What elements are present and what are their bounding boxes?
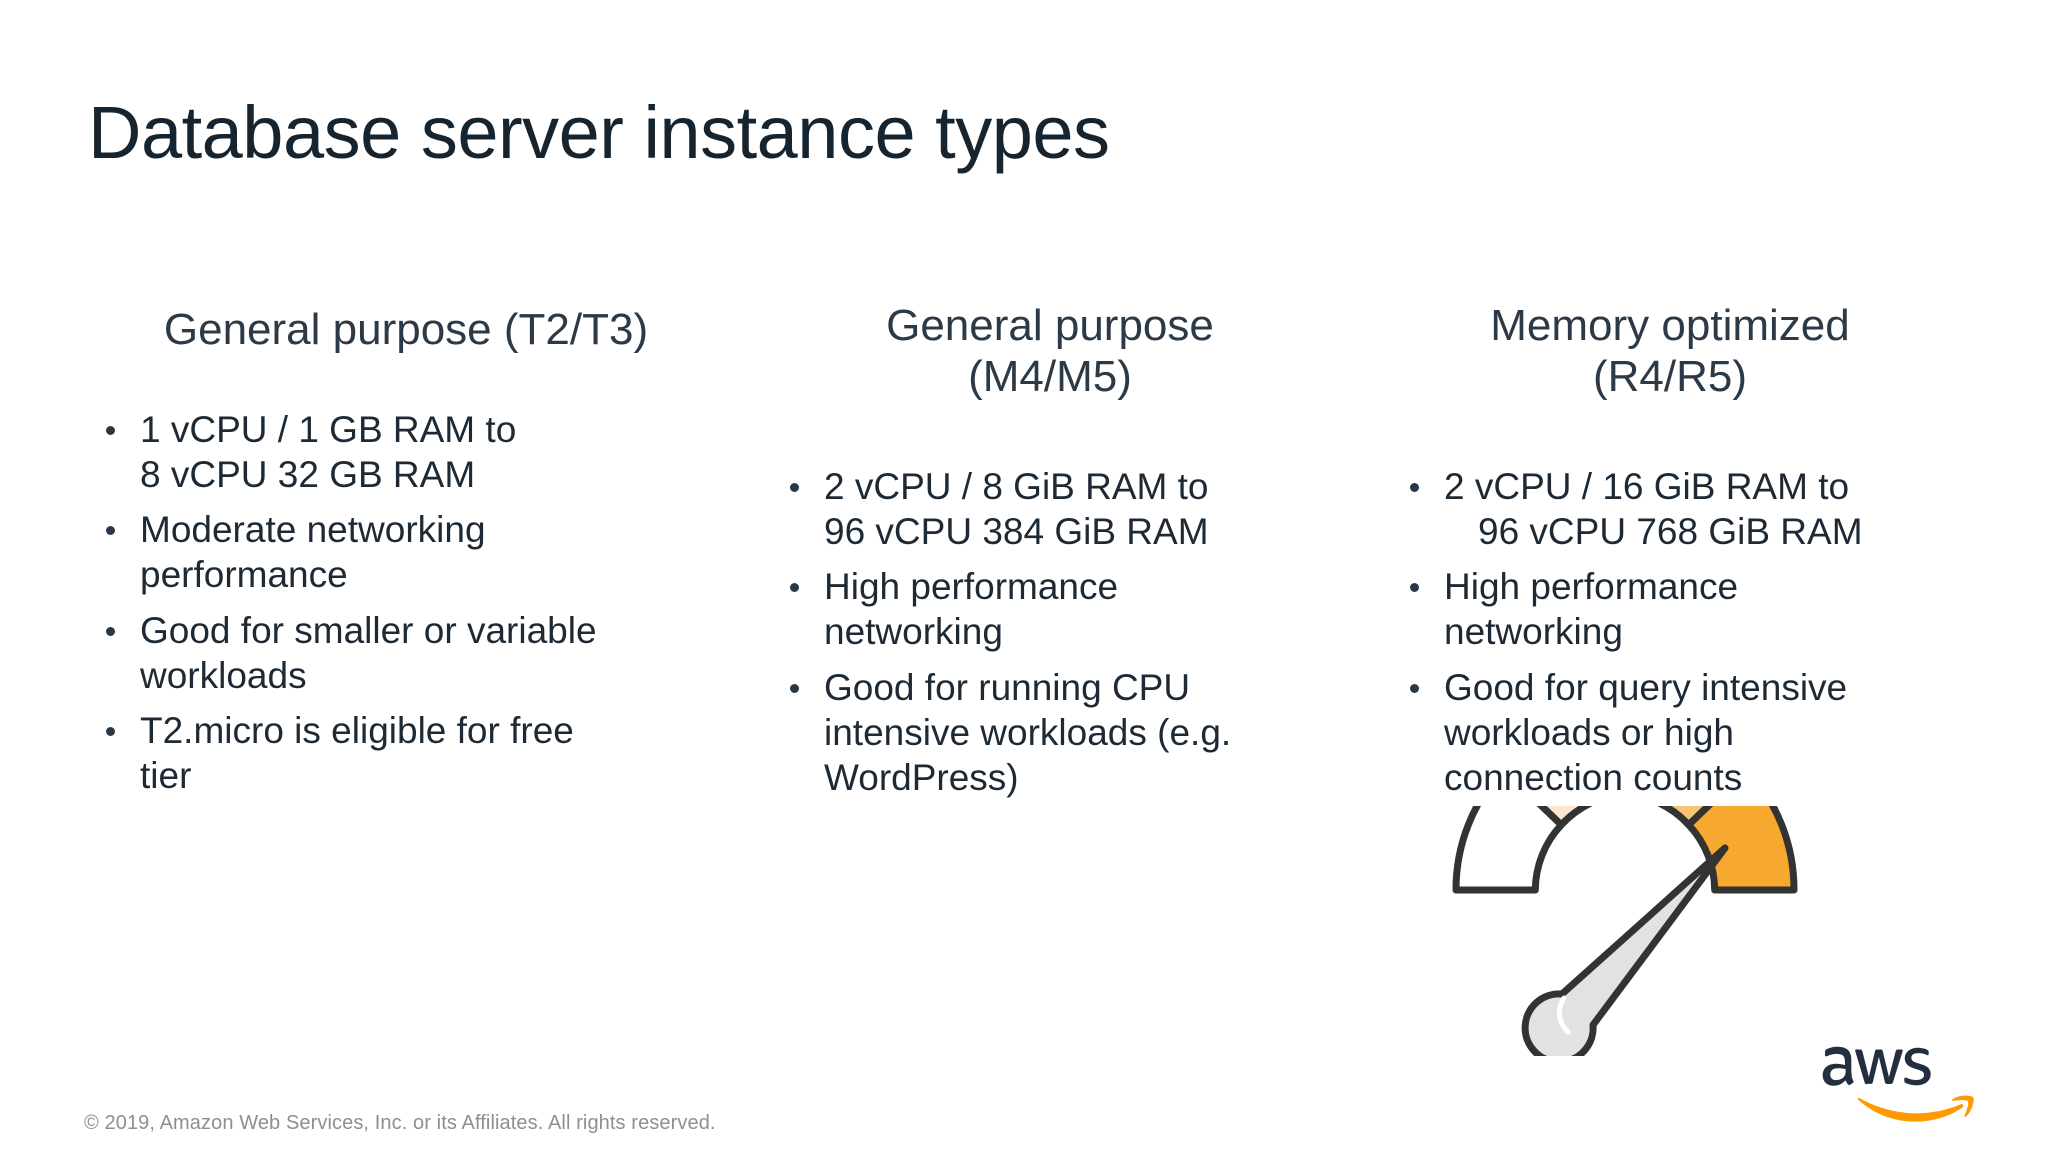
list-item: Good for query intensive workloads or hi…: [1400, 665, 1940, 800]
bullet-line-1: 2 vCPU / 16 GiB RAM to: [1444, 466, 1850, 508]
aws-wordmark: [1822, 1046, 1931, 1086]
instance-type-columns: General purpose (T2/T3) 1 vCPU / 1 GB RA…: [0, 300, 2048, 940]
gauge-segment-2: [1536, 806, 1593, 829]
list-item: 1 vCPU / 1 GB RAM to 8 vCPU 32 GB RAM: [96, 407, 716, 497]
list-item: Moderate networking performance: [96, 507, 716, 597]
column-1-bullet-list: 1 vCPU / 1 GB RAM to 8 vCPU 32 GB RAM Mo…: [96, 407, 716, 798]
column-2-heading-line1: General purpose: [886, 301, 1214, 350]
column-3-bullet-list: 2 vCPU / 16 GiB RAM to 96 vCPU 768 GiB R…: [1400, 464, 1940, 800]
performance-gauge-icon: [1440, 806, 1810, 1056]
bullet-line-1: Moderate networking: [140, 509, 486, 551]
bullet-dot-icon: [106, 426, 115, 436]
list-item: T2.micro is eligible for free tier: [96, 708, 716, 798]
column-3-heading: Memory optimized (R4/R5): [1400, 300, 1940, 402]
gauge-segment-4: [1685, 806, 1798, 894]
bullet-line-2: intensive workloads (e.g.: [824, 711, 1232, 753]
bullet-dot-icon: [1410, 483, 1419, 493]
bullet-line-1: Good for query intensive: [1444, 666, 1848, 708]
bullet-line-3: connection counts: [1444, 756, 1743, 798]
aws-smile-icon: [1857, 1095, 1974, 1122]
list-item: 2 vCPU / 8 GiB RAM to 96 vCPU 384 GiB RA…: [780, 464, 1320, 554]
bullet-line-2: performance: [140, 554, 348, 596]
column-1-heading: General purpose (T2/T3): [96, 300, 716, 355]
list-item: Good for running CPU intensive workloads…: [780, 665, 1320, 800]
bullet-line-1: Good for smaller or variable: [140, 609, 597, 651]
bullet-line-2: 96 vCPU 384 GiB RAM: [824, 511, 1209, 553]
list-item: High performance networking: [1400, 564, 1940, 654]
bullet-dot-icon: [790, 683, 799, 693]
column-1-heading-line1: General purpose (T2/T3): [163, 305, 649, 354]
bullet-line-1: High performance: [824, 566, 1119, 608]
bullet-dot-icon: [790, 583, 799, 593]
bullet-dot-icon: [790, 483, 799, 493]
footer-copyright: © 2019, Amazon Web Services, Inc. or its…: [84, 1112, 716, 1134]
gauge-needle: [1521, 844, 1729, 1056]
list-item: Good for smaller or variable workloads: [96, 608, 716, 698]
bullet-line-2: tier: [140, 754, 192, 796]
column-general-purpose-m4-m5: General purpose (M4/M5) 2 vCPU / 8 GiB R…: [780, 300, 1320, 810]
column-2-heading: General purpose (M4/M5): [780, 300, 1320, 402]
bullet-dot-icon: [106, 626, 115, 636]
column-2-heading-line2: (M4/M5): [968, 352, 1132, 402]
bullet-line-1: 2 vCPU / 8 GiB RAM to: [824, 466, 1209, 508]
bullet-line-2: workloads or high: [1444, 711, 1734, 753]
bullet-dot-icon: [1410, 683, 1419, 693]
column-general-purpose-t2-t3: General purpose (T2/T3) 1 vCPU / 1 GB RA…: [96, 300, 716, 808]
bullet-line-1: T2.micro is eligible for free: [140, 709, 574, 751]
bullet-line-2: 96 vCPU 768 GiB RAM: [1478, 511, 1863, 553]
bullet-line-1: High performance: [1444, 566, 1739, 608]
column-2-bullet-list: 2 vCPU / 8 GiB RAM to 96 vCPU 384 GiB RA…: [780, 464, 1320, 800]
aws-logo: [1818, 1046, 1978, 1124]
bullet-dot-icon: [1410, 583, 1419, 593]
list-item: 2 vCPU / 16 GiB RAM to 96 vCPU 768 GiB R…: [1400, 464, 1940, 554]
column-memory-optimized-r4-r5: Memory optimized (R4/R5) 2 vCPU / 16 GiB…: [1400, 300, 1940, 810]
bullet-line-1: Good for running CPU: [824, 666, 1191, 708]
bullet-line-2: workloads: [140, 654, 307, 696]
gauge-segment-1: [1452, 806, 1565, 894]
bullet-dot-icon: [106, 726, 115, 736]
bullet-line-3: WordPress): [824, 756, 1019, 798]
gauge-segment-3: [1657, 806, 1714, 829]
bullet-dot-icon: [106, 526, 115, 536]
list-item: High performance networking: [780, 564, 1320, 654]
bullet-line-1: 1 vCPU / 1 GB RAM to: [140, 409, 517, 451]
bullet-line-2: 8 vCPU 32 GB RAM: [140, 454, 476, 496]
column-3-heading-line1: Memory optimized: [1490, 301, 1850, 350]
page-title: Database server instance types: [88, 90, 1110, 174]
bullet-line-2: networking: [824, 611, 1003, 653]
column-3-heading-line2: (R4/R5): [1592, 352, 1748, 402]
bullet-line-2: networking: [1444, 611, 1623, 653]
